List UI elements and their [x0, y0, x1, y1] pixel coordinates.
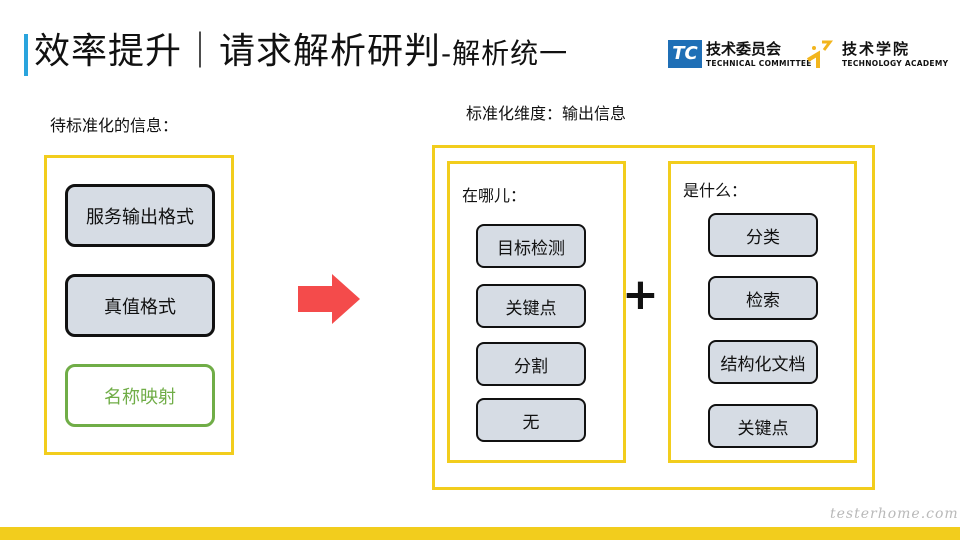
technology-academy-logo: 技术学院 TECHNOLOGY ACADEMY: [804, 38, 948, 72]
where-item-object-detection: 目标检测: [476, 224, 586, 268]
what-heading: 是什么：: [683, 181, 748, 200]
where-heading: 在哪儿：: [462, 186, 527, 205]
watermark: testerhome.com: [830, 506, 959, 522]
where-box: [447, 161, 626, 463]
right-arrow-icon: [298, 274, 360, 324]
technical-committee-logo: TC 技术委员会 TECHNICAL COMMITTEE: [668, 38, 811, 72]
what-item-classification: 分类: [708, 213, 818, 257]
what-item-retrieval: 检索: [708, 276, 818, 320]
committee-name-en: TECHNICAL COMMITTEE: [706, 59, 812, 68]
slide-title: 效率提升｜请求解析研判-解析统一: [34, 28, 568, 78]
where-item-keypoint: 关键点: [476, 284, 586, 328]
left-item-truth-format: 真值格式: [65, 274, 215, 337]
left-item-service-output-format: 服务输出格式: [65, 184, 215, 247]
where-item-none: 无: [476, 398, 586, 442]
what-item-structured-document: 结构化文档: [708, 340, 818, 384]
what-box: [668, 161, 857, 463]
left-info-box: [44, 155, 234, 455]
academy-logo-icon: [806, 40, 833, 68]
where-item-segmentation: 分割: [476, 342, 586, 386]
slide-title-main: 效率提升｜请求解析研判: [34, 31, 442, 72]
title-accent-bar: [24, 34, 28, 76]
bottom-accent-bar: [0, 527, 960, 540]
academy-name-en: TECHNOLOGY ACADEMY: [842, 59, 949, 68]
slide-title-sub: -解析统一: [441, 37, 569, 70]
left-item-name-mapping: 名称映射: [65, 364, 215, 427]
right-heading: 标准化维度：输出信息: [466, 104, 627, 123]
committee-name: 技术委员会: [706, 40, 782, 58]
right-output-box: [432, 145, 875, 490]
what-item-keypoint: 关键点: [708, 404, 818, 448]
plus-operator: +: [622, 269, 659, 320]
academy-name: 技术学院: [842, 40, 911, 58]
left-heading: 待标准化的信息：: [50, 116, 179, 135]
tc-logo-icon: TC: [668, 40, 702, 68]
